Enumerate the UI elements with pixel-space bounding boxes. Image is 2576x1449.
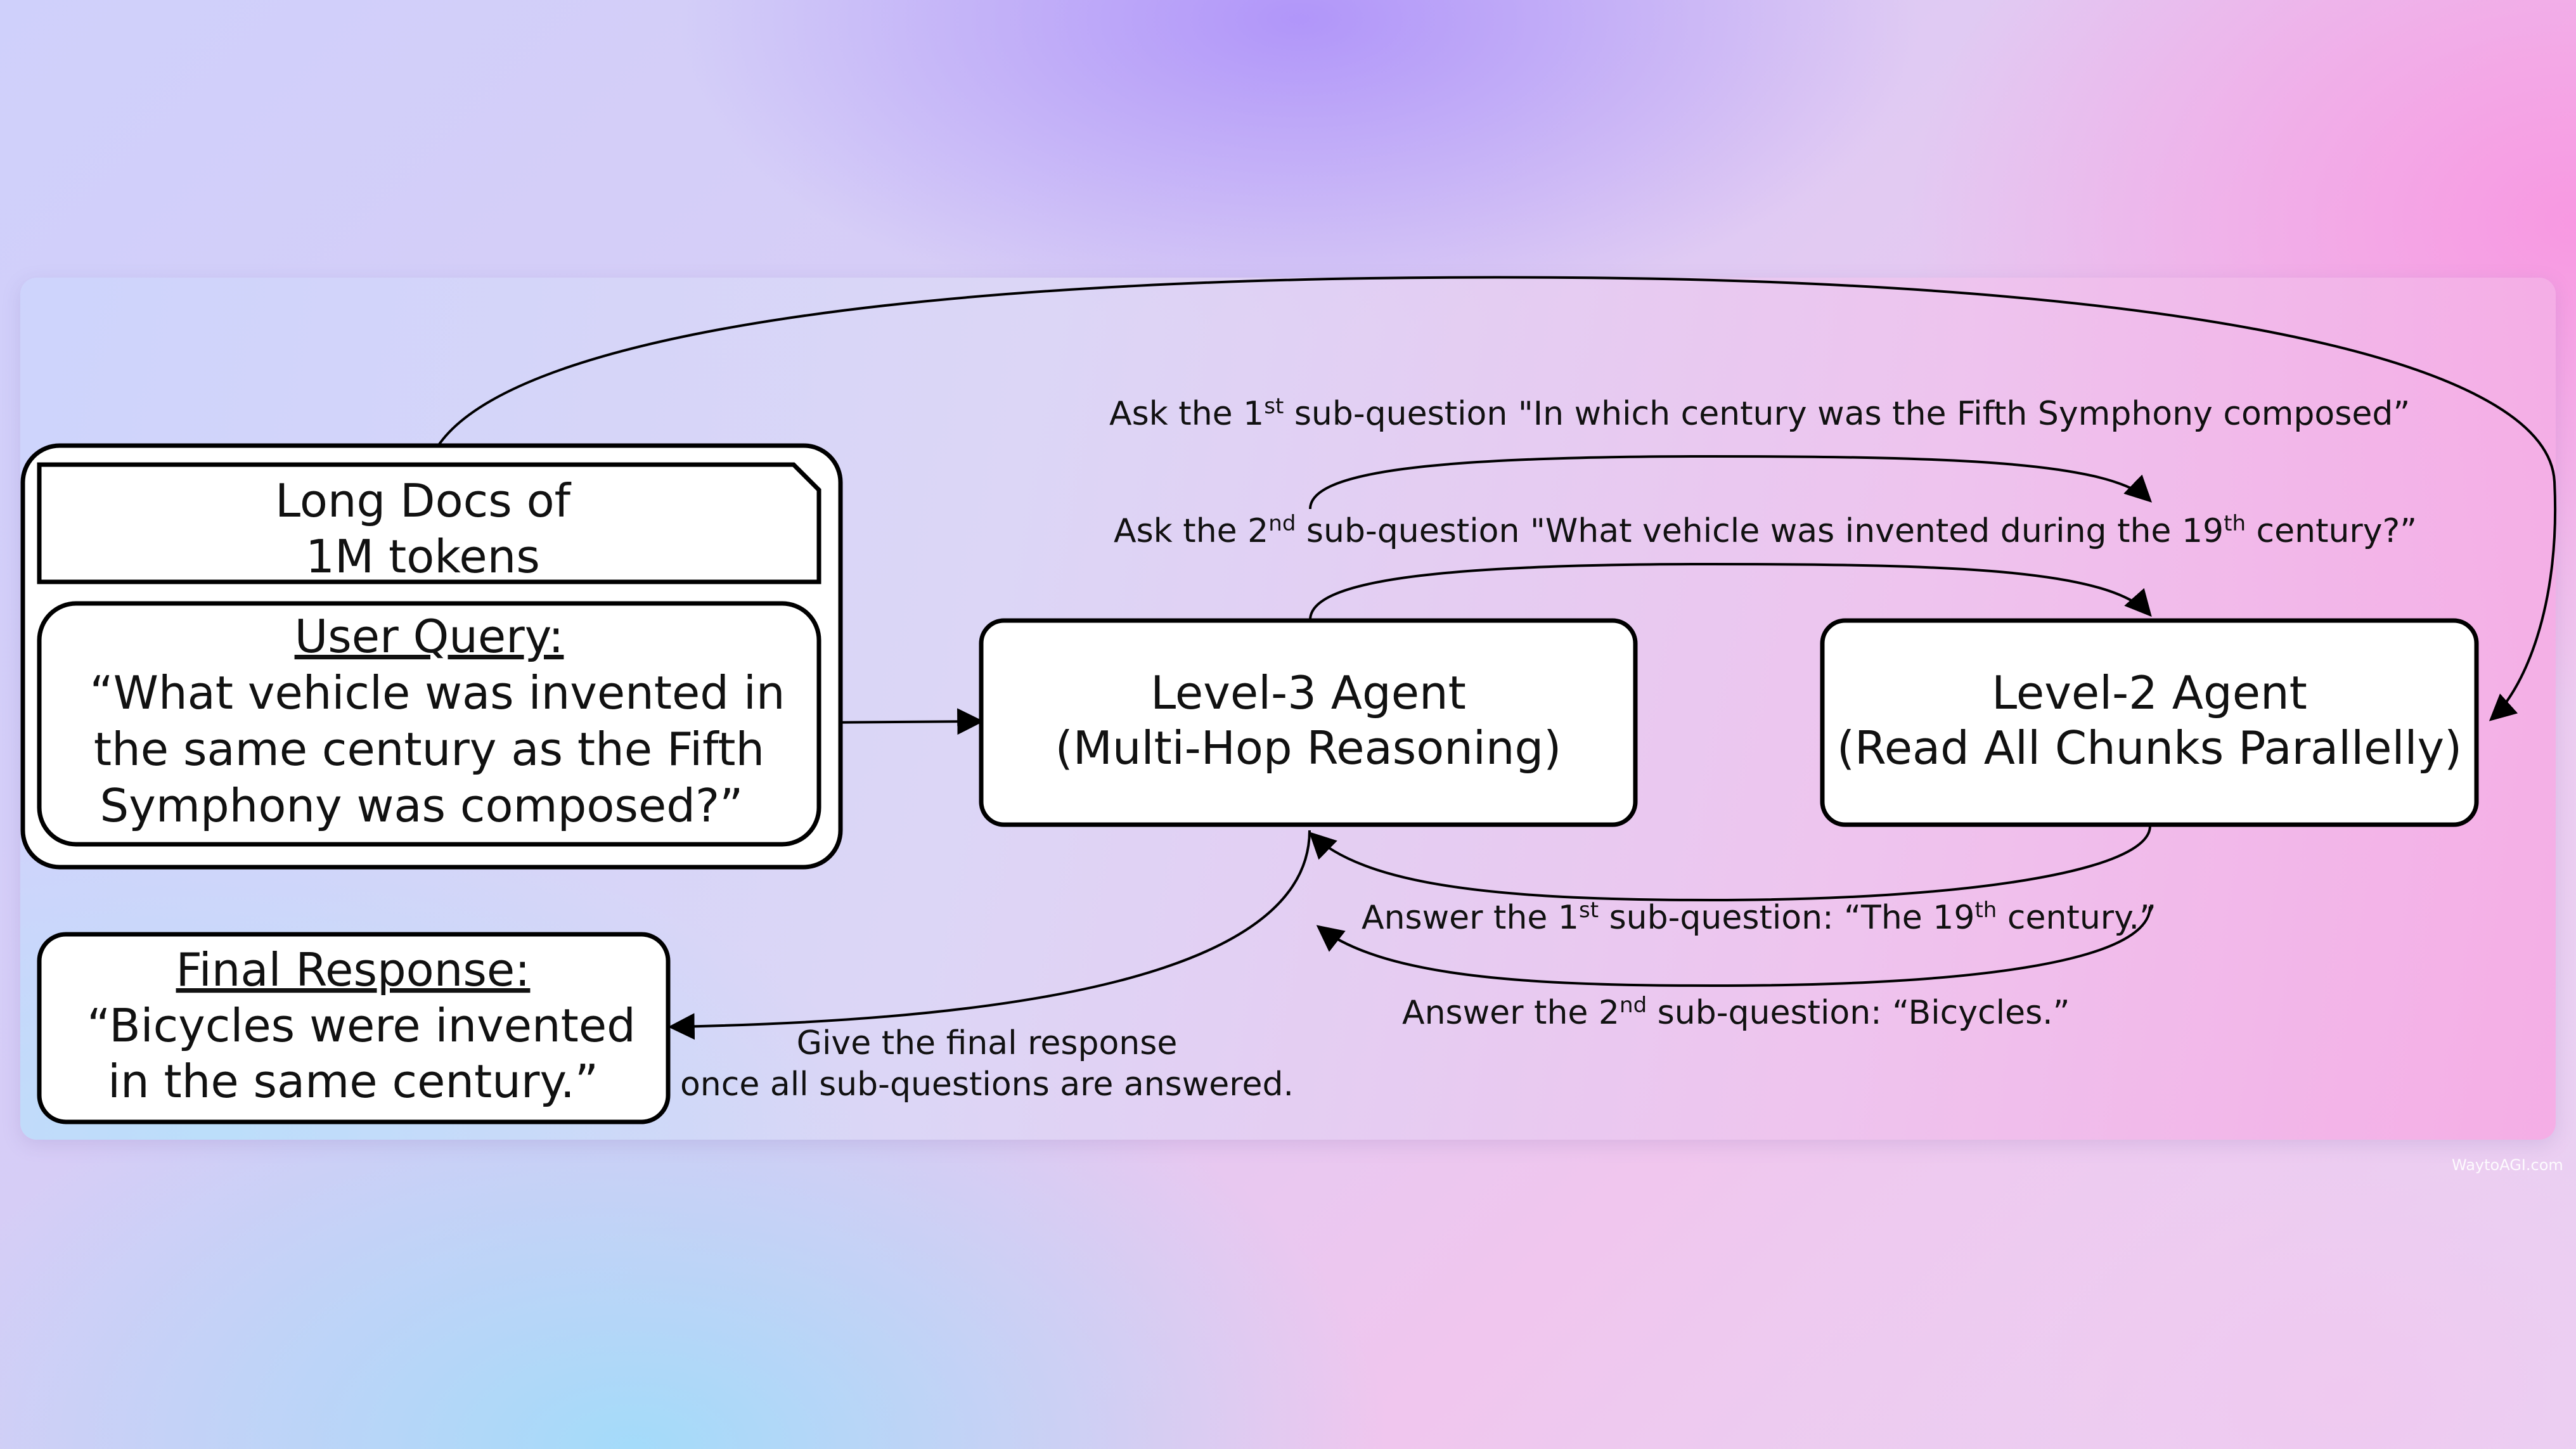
edge-label-answer2: Answer the 2nd sub-question: “Bicycles.” xyxy=(1402,993,2070,1032)
edge-answer1 xyxy=(1308,825,2151,902)
final-response-line1: “Bicycles were invented xyxy=(87,999,636,1052)
level2-agent-subtitle: (Read All Chunks Parallelly) xyxy=(1837,721,2462,775)
final-response-title: Final Response: xyxy=(176,943,531,996)
level3-agent-subtitle: (Multi-Hop Reasoning) xyxy=(1055,721,1562,775)
final-response-node xyxy=(37,932,671,1124)
edge-final-response xyxy=(667,830,1311,1040)
long-docs-line2: 1M tokens xyxy=(306,530,540,583)
user-query-line3: Symphony was composed?” xyxy=(100,779,744,832)
user-query-line1: “What vehicle was invented in xyxy=(89,666,785,719)
user-query-title: User Query: xyxy=(295,610,564,663)
level3-agent-title: Level-3 Agent xyxy=(1150,666,1466,719)
level3-agent-node xyxy=(979,618,1638,827)
edge-label-ask2: Ask the 2nd sub-question "What vehicle w… xyxy=(1114,511,2417,550)
final-response-line2: in the same century.” xyxy=(108,1055,598,1108)
edge-label-final-line2: once all sub-questions are answered. xyxy=(680,1066,1294,1104)
user-query-node xyxy=(37,601,821,847)
level2-agent-node xyxy=(1820,618,2479,827)
long-docs-node xyxy=(37,462,821,584)
level2-agent-title: Level-2 Agent xyxy=(1992,666,2307,719)
edge-label-final-line1: Give the final response xyxy=(797,1024,1178,1062)
watermark: WaytoAGI.com xyxy=(2452,1156,2563,1174)
edges xyxy=(428,276,2557,1040)
long-docs-line1: Long Docs of xyxy=(275,474,572,527)
edge-long-docs-to-level2 xyxy=(428,276,2557,721)
edge-query-to-level3 xyxy=(817,708,984,735)
edge-label-answer1: Answer the 1st sub-question: “The 19th c… xyxy=(1362,898,2156,937)
edge-answer2 xyxy=(1316,906,2151,988)
edge-label-ask1: Ask the 1st sub-question "In which centu… xyxy=(1109,394,2410,433)
edge-ask1 xyxy=(1309,454,2153,510)
edge-ask2 xyxy=(1309,562,2152,621)
user-query-line2: the same century as the Fifth xyxy=(94,723,764,776)
